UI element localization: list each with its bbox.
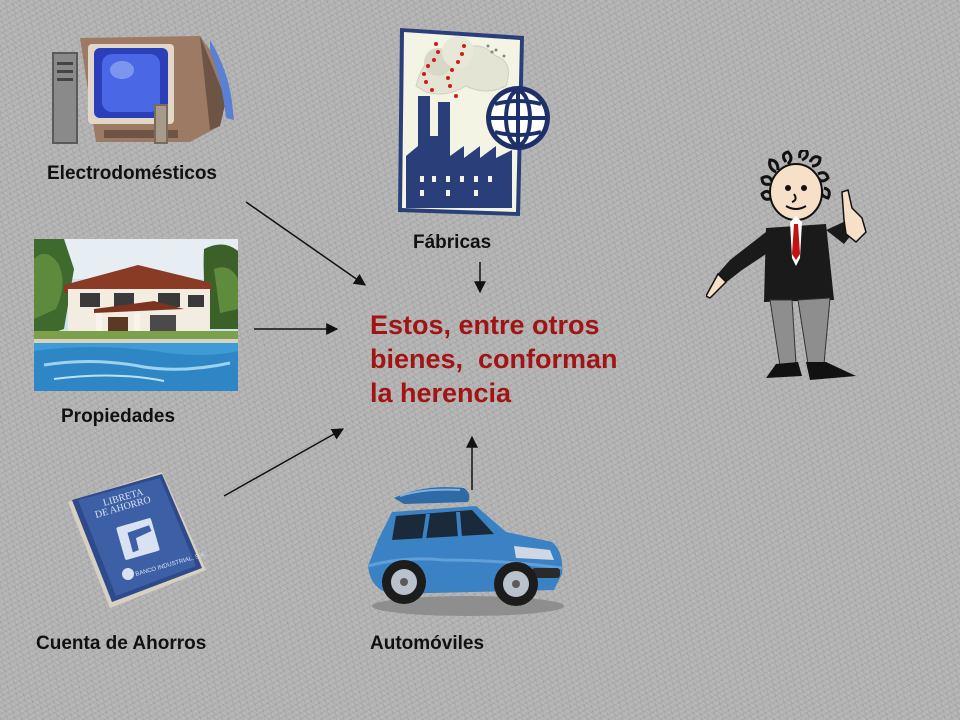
savings-passbook-icon: LIBRETA DE AHORRO BANCO INDUSTRIAL, S.A. — [68, 472, 207, 608]
factory-globe-icon — [398, 28, 550, 216]
central-line-1: Estos, entre otros — [370, 310, 600, 340]
central-message: Estos, entre otros bienes, conforman la … — [370, 308, 660, 410]
central-line-3: la herencia — [370, 378, 512, 408]
label-automoviles: Automóviles — [370, 633, 485, 654]
car-photo — [367, 487, 564, 616]
label-cuenta-de-ahorros: Cuenta de Ahorros — [36, 633, 207, 654]
central-line-2: bienes, conforman — [370, 344, 618, 374]
label-electrodomesticos: Electrodomésticos — [47, 163, 217, 184]
pointing-man-icon — [706, 150, 867, 380]
label-propiedades: Propiedades — [61, 406, 176, 427]
arrow-electrodomesticos — [245, 201, 366, 286]
arrow-cuenta — [223, 428, 345, 497]
computer-icon — [52, 36, 234, 144]
label-fabricas: Fábricas — [413, 232, 492, 253]
house-pool-photo — [34, 239, 238, 391]
